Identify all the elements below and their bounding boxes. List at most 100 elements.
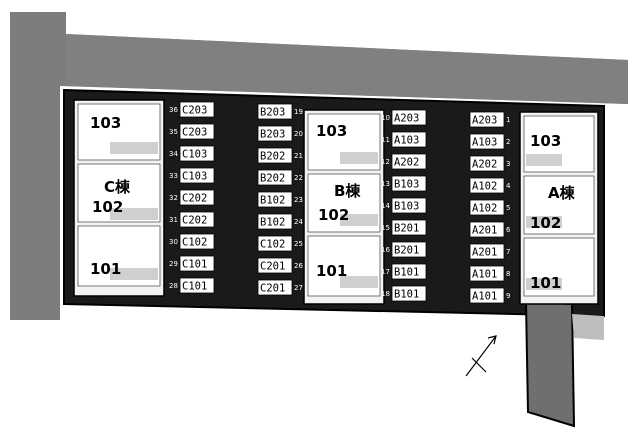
parking-space-label: B102 [260,217,285,229]
parking-space-14: B103 14 [381,197,427,214]
parking-space-5: A102 5 [469,199,510,216]
parking-space-label: B101 [394,289,419,301]
parking-space-label: B201 [394,223,419,235]
parking-space-31: C202 31 [169,211,215,228]
parking-space-number: 30 [169,238,178,246]
building-b-unit-102: 102 [318,206,349,224]
parking-space-label: C201 [260,261,285,273]
parking-space-label: B103 [394,201,419,213]
parking-space-35: C203 35 [169,123,215,140]
parking-space-label: A201 [472,247,497,259]
parking-space-label: B103 [394,179,419,191]
parking-space-number: 18 [381,290,390,298]
parking-space-13: B103 13 [381,175,427,192]
parking-space-number: 25 [294,240,303,248]
parking-space-1: A203 1 [469,111,510,128]
parking-space-label: C202 [182,215,207,227]
building-c-unit-103: 103 [90,114,121,132]
parking-space-number: 5 [506,204,510,212]
sidewalk-patch [572,314,604,340]
parking-space-number: 35 [169,128,178,136]
parking-space-label: A102 [472,181,497,193]
parking-space-label: A201 [472,225,497,237]
building-b-unit-101: 101 [316,262,347,280]
parking-space-label: A202 [472,159,497,171]
building-a-unit-102: 102 [530,214,561,232]
parking-space-label: C103 [182,149,207,161]
building-a-unit-101: 101 [530,274,561,292]
parking-space-number: 2 [506,138,510,146]
parking-space-label: C202 [182,193,207,205]
parking-space-number: 33 [169,172,178,180]
building-b [303,109,385,305]
parking-space-7: A201 7 [469,243,510,260]
parking-space-17: B101 17 [381,263,427,280]
building-c-label: C棟 [104,178,131,196]
parking-space-number: 23 [294,196,303,204]
building-c [73,99,165,297]
parking-space-number: 12 [381,158,390,166]
parking-space-number: 17 [381,268,390,276]
parking-space-label: A101 [472,269,497,281]
road-diagonal-top [66,34,628,104]
parking-space-number: 8 [506,270,510,278]
parking-space-12: A202 12 [381,153,427,170]
parking-space-number: 19 [294,108,303,116]
parking-space-number: 13 [381,180,390,188]
parking-space-label: C101 [182,259,207,271]
parking-space-number: 1 [506,116,510,124]
parking-space-number: 32 [169,194,178,202]
parking-space-number: 28 [169,282,178,290]
parking-space-label: A202 [394,157,419,169]
parking-space-8: A101 8 [469,265,510,282]
parking-space-number: 4 [506,182,511,190]
parking-space-number: 26 [294,262,303,270]
building-a-label: A棟 [548,184,576,202]
parking-space-32: C202 32 [169,189,215,206]
parking-space-number: 6 [506,226,511,234]
parking-space-label: C102 [182,237,207,249]
parking-space-22: B202 22 [257,169,303,186]
parking-space-number: 31 [169,216,178,224]
parking-space-number: 16 [381,246,390,254]
parking-space-label: C103 [182,171,207,183]
north-arrow-icon [465,335,497,377]
parking-space-label: C203 [182,127,207,139]
parking-space-number: 9 [506,292,510,300]
parking-space-label: B203 [260,129,285,141]
parking-space-21: B202 21 [257,147,303,164]
parking-space-30: C102 30 [169,233,215,250]
parking-space-label: B101 [394,267,419,279]
parking-space-number: 21 [294,152,303,160]
parking-space-label: A203 [472,115,497,127]
parking-space-label: B202 [260,173,285,185]
parking-space-label: A102 [472,203,497,215]
parking-space-6: A201 6 [469,221,511,238]
parking-space-number: 14 [381,202,390,210]
building-b-unit-103: 103 [316,122,347,140]
parking-space-label: C203 [182,105,207,117]
parking-space-label: B202 [260,151,285,163]
parking-space-number: 22 [294,174,303,182]
building-a-unit-103: 103 [530,132,561,150]
parking-space-number: 29 [169,260,178,268]
parking-space-label: C101 [182,281,207,293]
parking-space-number: 36 [169,106,178,114]
parking-space-label: B102 [260,195,285,207]
parking-space-number: 7 [506,248,510,256]
parking-space-number: 27 [294,284,303,292]
parking-space-28: C101 28 [169,277,215,294]
parking-space-label: A203 [394,113,419,125]
parking-space-23: B102 23 [257,191,303,208]
parking-space-29: C101 29 [169,255,215,272]
parking-space-18: B101 18 [381,285,427,302]
